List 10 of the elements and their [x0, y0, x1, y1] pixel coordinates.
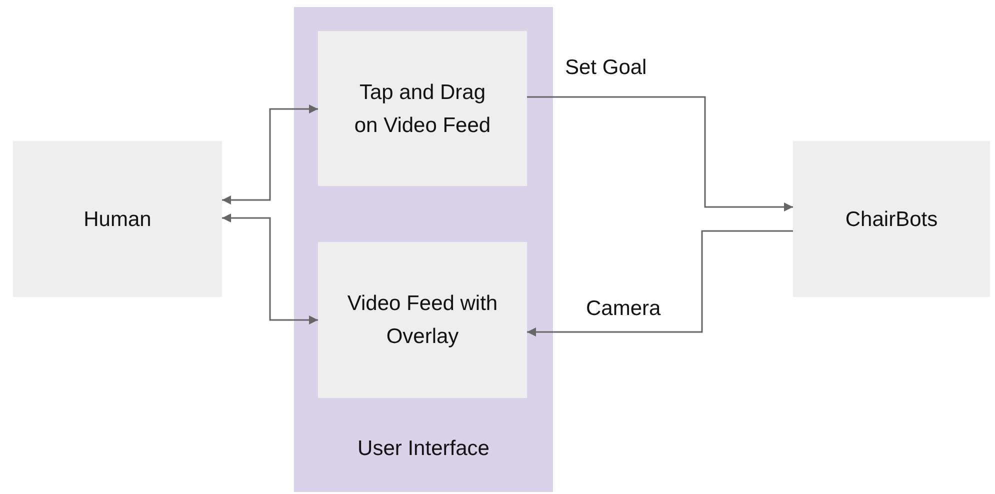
- arrow: [222, 104, 318, 204]
- arrow: [222, 214, 318, 324]
- process-box: ChairBots: [793, 141, 990, 297]
- process-box: Human: [13, 141, 222, 297]
- group-panel: [294, 7, 553, 492]
- process-box: Video Feed with Overlay: [318, 242, 527, 398]
- arrow: [527, 230, 793, 336]
- group-title: User Interface: [358, 436, 490, 462]
- process-box: Tap and Drag on Video Feed: [318, 31, 527, 186]
- arrow: [527, 96, 793, 212]
